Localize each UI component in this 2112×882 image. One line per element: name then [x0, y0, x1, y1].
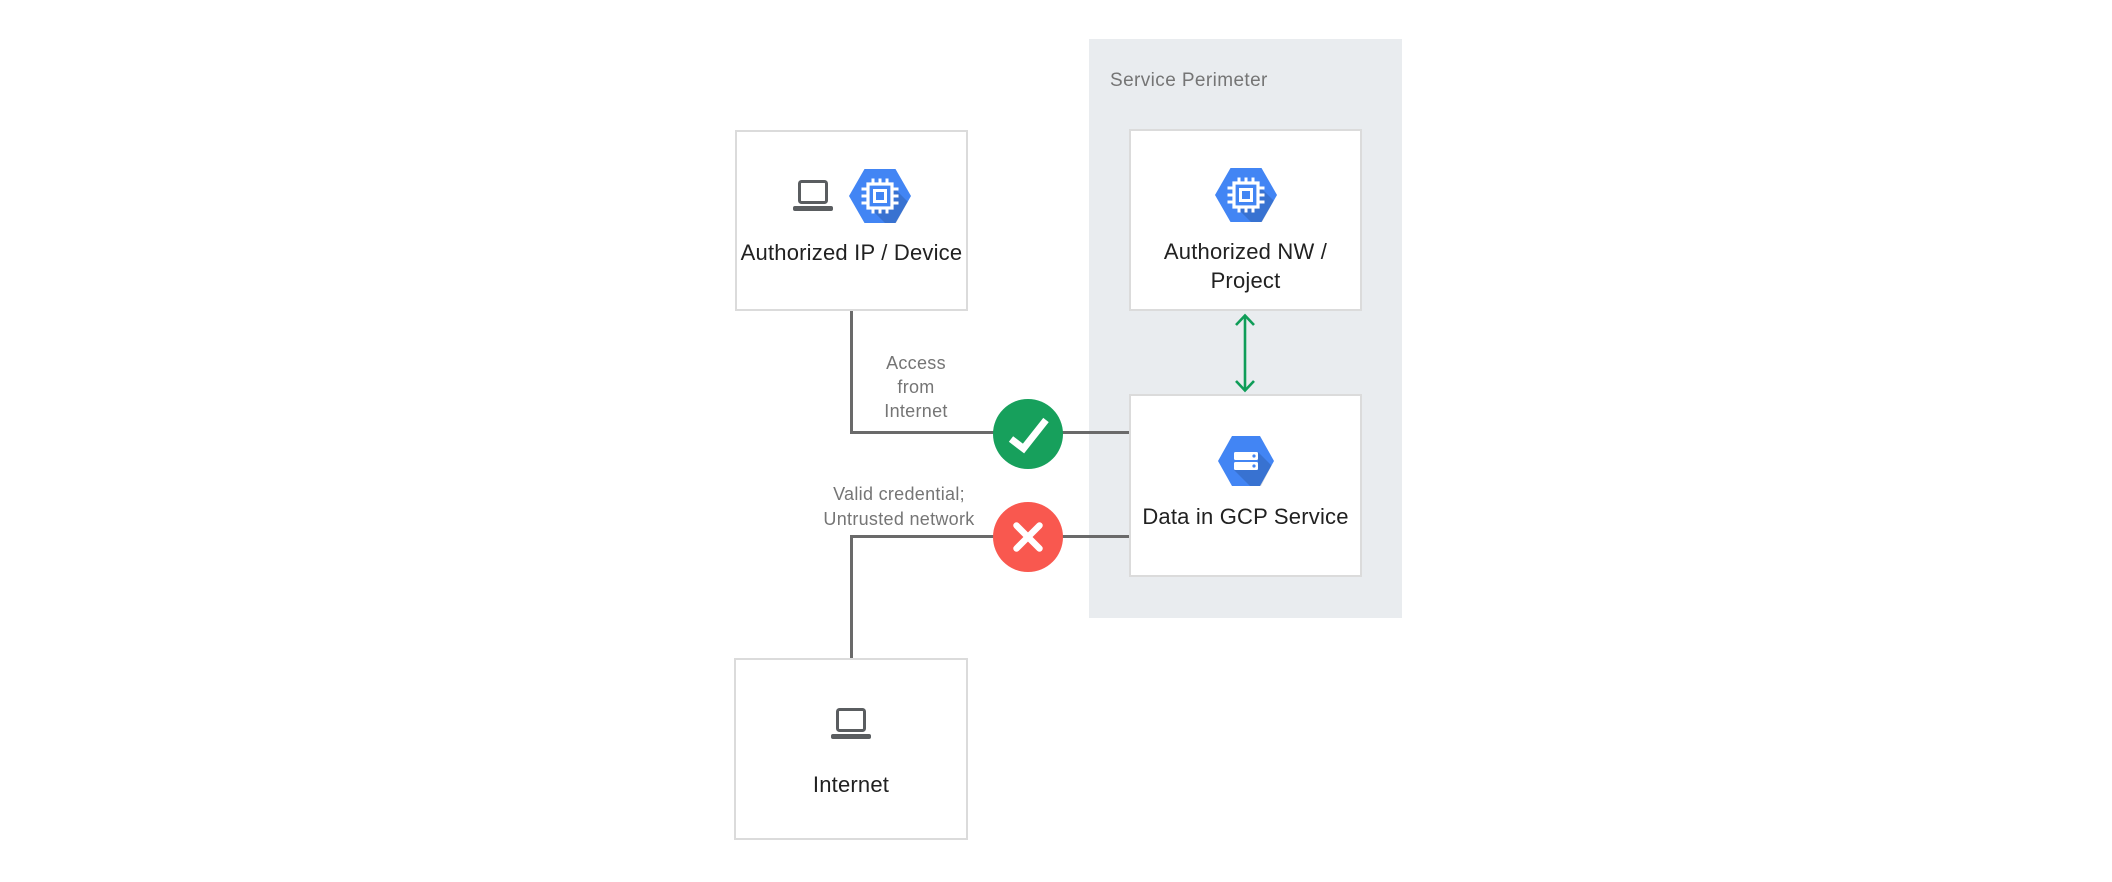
- node-label-line: Data in GCP: [1142, 504, 1268, 529]
- connector-internet-vertical-line: [850, 536, 853, 659]
- connector-authorized-ip-vertical-line: [850, 310, 853, 433]
- connector-allowed-horizontal-line: [850, 431, 1130, 434]
- node-icons: [1131, 167, 1360, 223]
- node-label: Authorized NW / Project: [1131, 237, 1360, 295]
- denied-status-badge: [993, 502, 1063, 572]
- laptop-icon: [792, 180, 833, 211]
- compute-engine-hexagon-icon: [848, 169, 911, 223]
- node-label: Internet: [736, 770, 966, 799]
- edge-label-line: Untrusted network: [823, 509, 975, 529]
- edge-label-line: from: [897, 377, 935, 397]
- edge-label-access-from-internet: Access from Internet: [846, 351, 986, 423]
- connector-denied-horizontal-line: [850, 535, 1130, 538]
- node-label-line: Internet: [812, 772, 890, 797]
- edge-label-line: Internet: [884, 401, 948, 421]
- node-data-in-gcp-service: Data in GCP Service: [1129, 394, 1362, 577]
- node-icons: [737, 168, 966, 224]
- compute-engine-hexagon-icon: [1214, 168, 1277, 222]
- edge-label-line: Valid credential;: [833, 484, 965, 504]
- vertical-double-arrow-icon: [1235, 313, 1255, 393]
- node-icons: [1131, 435, 1360, 487]
- service-perimeter-label: Service Perimeter: [1110, 70, 1268, 91]
- node-label-line: / Device: [881, 240, 963, 265]
- check-icon: [1008, 417, 1049, 454]
- node-internet: Internet: [734, 658, 968, 840]
- node-authorized-ip-device: Authorized IP / Device: [735, 130, 968, 311]
- node-label: Authorized IP / Device: [737, 238, 966, 267]
- node-label: Data in GCP Service: [1131, 502, 1360, 531]
- cross-icon: [1013, 522, 1043, 552]
- node-icons: [736, 708, 966, 740]
- node-label-line: Service: [1273, 504, 1349, 529]
- node-label-line: Authorized IP: [740, 240, 875, 265]
- allowed-status-badge: [993, 399, 1063, 469]
- storage-disk-hexagon-icon: [1217, 436, 1274, 486]
- edge-label-line: Access: [886, 353, 946, 373]
- edge-label-untrusted-network: Valid credential; Untrusted network: [789, 482, 1009, 532]
- node-label-line: NW / Project: [1210, 239, 1328, 293]
- laptop-icon: [831, 708, 871, 739]
- node-authorized-nw-project: Authorized NW / Project: [1129, 129, 1362, 311]
- node-label-line: Authorized: [1163, 239, 1272, 264]
